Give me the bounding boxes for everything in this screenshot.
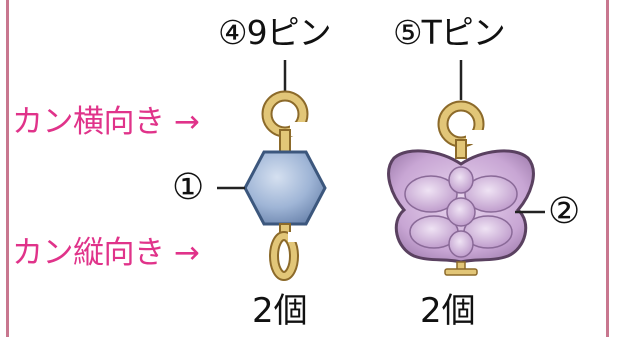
hexagon-bead-icon <box>243 150 327 226</box>
ring-horizontal-label: カン横向き → <box>12 104 200 140</box>
ring-vertical-icon <box>269 223 300 281</box>
left-count: 2個 <box>252 291 308 331</box>
ring-vertical-text: カン縦向き <box>12 235 165 271</box>
ring-vertical-label: カン縦向き → <box>12 235 200 271</box>
tpin-ring-icon <box>437 100 486 159</box>
pin9-label: ④9ピン <box>218 13 332 52</box>
charm-number: ② <box>548 191 581 232</box>
tpin-head-icon <box>444 261 478 276</box>
bead-number: ① <box>172 167 205 208</box>
diagram-frame <box>6 0 609 337</box>
tpin-label: ⑤Tピン <box>393 13 506 52</box>
butterfly-charm-icon <box>387 149 535 264</box>
right-count: 2個 <box>420 291 476 331</box>
arrow-right-icon: → <box>173 104 200 140</box>
ring-horizontal-text: カン横向き <box>12 104 165 140</box>
ring-horizontal-icon <box>261 90 312 155</box>
arrow-right-icon: → <box>173 235 200 271</box>
